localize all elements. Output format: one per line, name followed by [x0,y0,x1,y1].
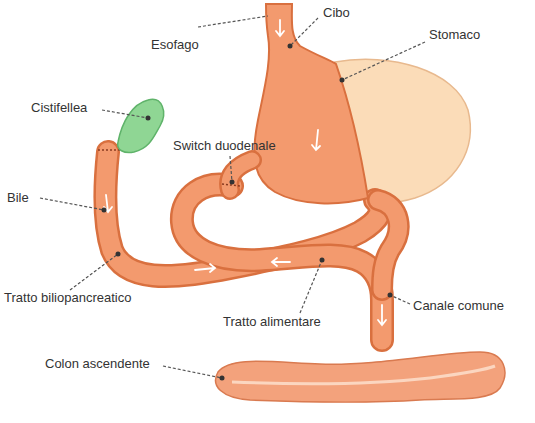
gallbladder [118,99,164,152]
colon [216,352,505,402]
flow-arrows [104,20,386,325]
part-label: Canale comune [412,298,505,313]
part-label: Colon ascendente [44,356,151,371]
part-label: Switch duodenale [172,138,277,153]
duodenal-stump [229,160,252,190]
staple-line [98,149,120,151]
part-label: Cistifellea [30,100,88,115]
part-label: Cibo [322,5,351,20]
colon-highlight [232,366,495,384]
part-label: Stomaco [428,27,481,42]
part-label: Tratto biliopancreatico [3,290,132,305]
leader-dots [102,44,393,381]
duodenal-stump-fill [229,160,252,190]
part-label: Esofago [150,37,200,52]
part-label: Bile [6,190,30,205]
staple-line [222,184,240,186]
sleeve-stomach [254,4,368,203]
leader-lines [40,16,425,378]
part-label: Tratto alimentare [222,314,322,329]
